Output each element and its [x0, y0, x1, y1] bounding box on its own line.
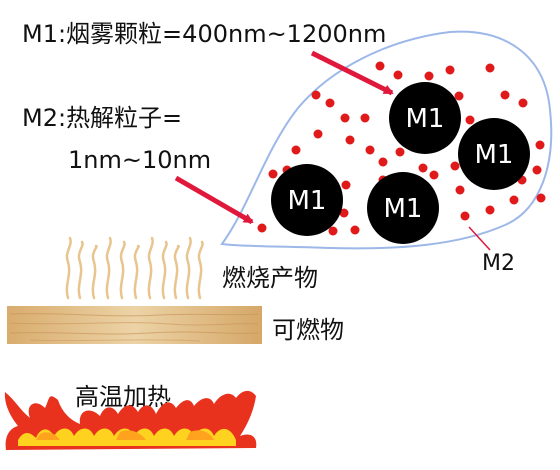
m2-particle-dot	[455, 185, 465, 195]
m2-definition-label-line1: M2:热解粒子=	[22, 104, 182, 132]
m2-particle-dot	[395, 147, 405, 157]
m2-particle-dot	[445, 65, 455, 75]
m1-definition-label: M1:烟雾颗粒=400nm~1200nm	[22, 20, 386, 48]
m2-particle-dot	[424, 71, 434, 81]
m1-particle: M1	[271, 164, 343, 236]
m2-pointer-label: M2	[482, 251, 515, 276]
m2-particle-dot	[460, 211, 470, 221]
fuel-label: 可燃物	[272, 316, 344, 344]
m2-particle-dot	[341, 180, 351, 190]
m2-particle-dot	[313, 129, 323, 139]
m2-particle-dot	[532, 165, 542, 175]
smoke-wisp	[65, 236, 72, 300]
m2-particle-dot	[450, 161, 460, 171]
m2-particle-dot	[454, 91, 464, 101]
m2-particle-dot	[500, 90, 510, 100]
flame-icon	[4, 390, 257, 450]
m1-particle-label: M1	[288, 186, 327, 216]
m1-particle-label: M1	[384, 194, 423, 224]
m2-particle-dot	[375, 61, 385, 71]
m2-particle-dot	[257, 223, 267, 233]
m2-particle-dot	[485, 205, 495, 215]
m1-particle: M1	[389, 82, 461, 154]
smoke-wisp	[105, 236, 112, 300]
smoke-wisp	[133, 244, 140, 300]
m2-particle-dot	[485, 63, 495, 73]
smoke-wisp	[91, 244, 98, 300]
m2-particle-dot	[339, 208, 349, 218]
m2-particle-dot	[268, 169, 278, 179]
smoke-wisp	[161, 240, 168, 300]
smoke-wisp	[147, 236, 154, 300]
m1-particle: M1	[367, 172, 439, 244]
m2-particle-dot	[345, 135, 355, 145]
m2-particle-dots	[257, 61, 546, 236]
m2-particle-dot	[429, 170, 439, 180]
m2-particle-dot	[393, 70, 403, 80]
m2-particle-dot	[378, 157, 388, 167]
m2-particle-dot	[465, 115, 475, 125]
m2-definition-label-line2: 1nm~10nm	[68, 146, 211, 174]
smoke-wisp	[197, 240, 204, 300]
m2-particle-dot	[536, 193, 546, 203]
m2-particle-dot	[509, 195, 519, 205]
m2-particle-dot	[340, 113, 350, 123]
wood-plank	[7, 306, 262, 344]
m2-particle-dot	[325, 98, 335, 108]
m1-pointer-arrow	[310, 50, 394, 96]
m2-pointer-line	[468, 226, 491, 251]
m2-particle-dot	[311, 90, 321, 100]
m2-particle-dot	[365, 145, 375, 155]
m1-particle: M1	[458, 118, 530, 190]
m1-particle-label: M1	[406, 104, 445, 134]
m2-particle-dot	[350, 225, 360, 235]
smoke-wisps	[65, 236, 204, 300]
m2-particle-dot	[418, 163, 428, 173]
smoke-wisp	[173, 244, 180, 300]
m2-particle-dot	[328, 226, 338, 236]
m1-particle-label: M1	[475, 140, 514, 170]
m2-def-pointer-arrow	[174, 175, 254, 225]
m2-particle-dot	[535, 140, 545, 150]
heat-label: 高温加热	[75, 383, 171, 411]
smoke-wisp	[185, 236, 192, 300]
combustion-products-label: 燃烧产物	[222, 264, 318, 292]
m2-particle-dot	[518, 98, 528, 108]
smoke-wisp	[77, 240, 84, 300]
smoke-wisp	[119, 240, 126, 300]
smoke-cloud-outline	[220, 30, 553, 250]
m2-particle-dot	[360, 113, 370, 123]
m2-particle-dot	[291, 145, 301, 155]
